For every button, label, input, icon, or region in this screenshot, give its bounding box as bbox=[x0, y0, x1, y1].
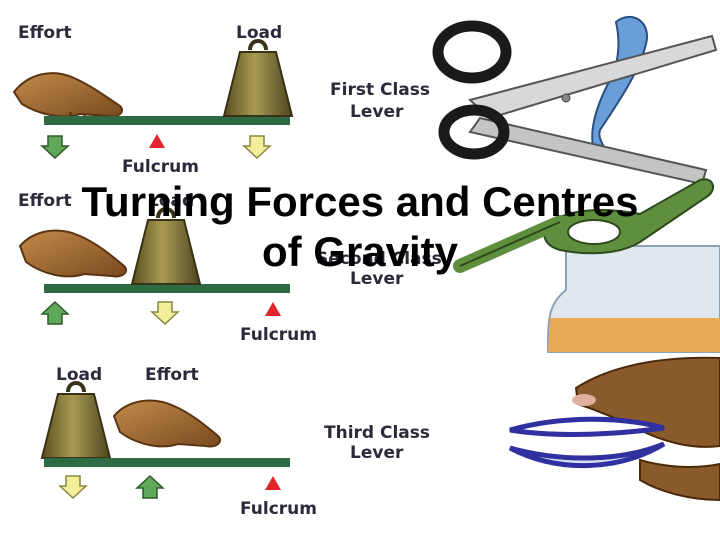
arrow-down-icon bbox=[58, 475, 88, 500]
lever3-load-label: Load bbox=[56, 365, 102, 385]
lever3-class-label-line1: Third Class bbox=[324, 423, 430, 443]
scissors-icon bbox=[432, 16, 718, 186]
hand-icon bbox=[112, 399, 222, 448]
fulcrum-icon bbox=[149, 134, 165, 148]
arrow-down-icon bbox=[40, 135, 70, 160]
lever1-beam bbox=[44, 116, 290, 125]
bottle-opener-icon bbox=[453, 178, 720, 353]
lever2-class-label-line2: Lever bbox=[350, 269, 404, 289]
lever3-beam bbox=[44, 458, 290, 467]
lever2-class-label-line1: Second Class bbox=[316, 249, 442, 269]
third-class-lever: Load Effort Fulcrum Third Class Lever bbox=[40, 365, 430, 519]
weight-icon bbox=[130, 207, 202, 285]
lever1-class-label-line2: Lever bbox=[350, 102, 404, 122]
fulcrum-icon bbox=[265, 302, 281, 316]
lever1-load-label: Load bbox=[236, 23, 282, 43]
arrow-down-icon bbox=[242, 135, 272, 160]
slide-title-line-2: of Gravity bbox=[261, 228, 459, 275]
weight-icon bbox=[40, 381, 112, 459]
lever3-effort-label: Effort bbox=[145, 365, 199, 385]
slide-title-line-1: Turning Forces and Centres bbox=[81, 178, 639, 225]
lever1-effort-label: Effort bbox=[18, 23, 72, 43]
weight-icon bbox=[222, 39, 294, 117]
arrow-up-icon bbox=[135, 474, 165, 499]
lever2-effort-label: Effort bbox=[18, 191, 72, 211]
lever1-class-label-line1: First Class bbox=[330, 80, 430, 100]
first-class-lever: Effort Load Fulcrum First Class Lever bbox=[12, 23, 430, 177]
lever2-load-label: Load bbox=[148, 191, 194, 211]
lever1-fulcrum-label: Fulcrum bbox=[122, 157, 199, 177]
lever3-class-label-line2: Lever bbox=[350, 443, 404, 463]
fulcrum-icon bbox=[265, 476, 281, 490]
second-class-lever: Effort Load Fulcrum Second Class Lever bbox=[18, 191, 442, 345]
lever2-beam bbox=[44, 284, 290, 293]
lever2-fulcrum-label: Fulcrum bbox=[240, 325, 317, 345]
arrow-down-icon bbox=[150, 301, 180, 326]
arrow-up-icon bbox=[40, 300, 70, 325]
hand-icon bbox=[18, 229, 128, 278]
lever3-fulcrum-label: Fulcrum bbox=[240, 499, 317, 519]
tongs-icon bbox=[508, 356, 720, 502]
